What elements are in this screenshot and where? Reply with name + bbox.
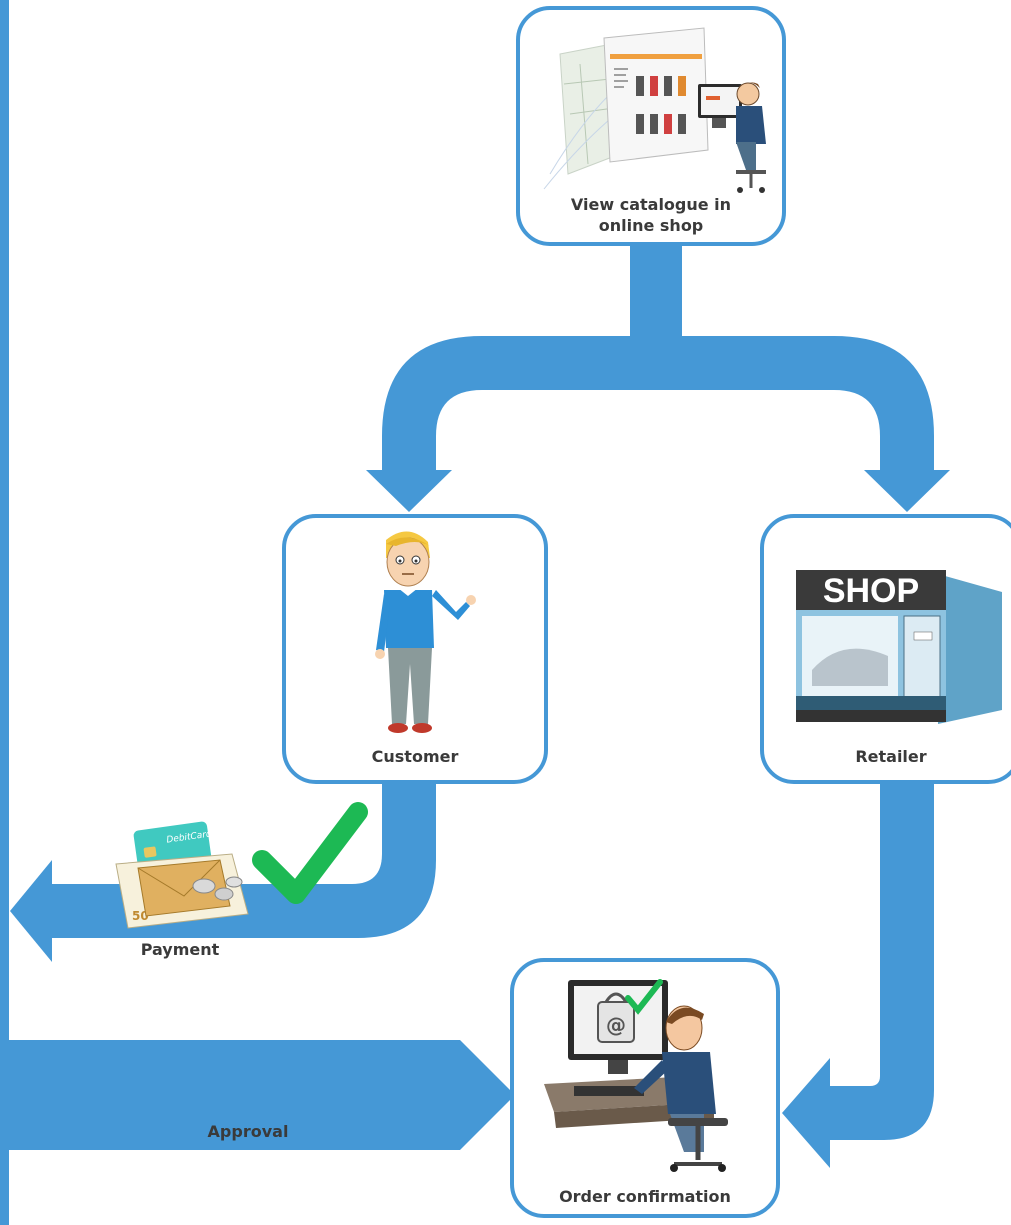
arrow-to-customer (366, 470, 452, 512)
shop-building-icon: SHOP (796, 570, 1002, 724)
branch-left-shaft (382, 336, 656, 470)
green-checkmark-icon (252, 802, 368, 904)
retailer-to-order-shaft (830, 782, 934, 1140)
banknote-value: 50 (132, 909, 149, 923)
retailer-label: Retailer (855, 747, 927, 766)
branch-right-shaft (656, 336, 934, 470)
trunk-arrow-shaft (630, 240, 682, 336)
debit-card-and-money-icon: DebitCard Inc. 50 (115, 821, 249, 929)
node-retailer: SHOP Retailer (760, 514, 1011, 784)
person-at-computer-with-email-check-icon: @ (544, 979, 728, 1172)
approval-label: Approval (207, 1122, 289, 1141)
shop-sign-text: SHOP (823, 572, 919, 610)
customer-label: Customer (371, 747, 459, 766)
arrow-to-retailer (864, 470, 950, 512)
payment-label: Payment (140, 940, 220, 959)
left-edge-bar (0, 0, 9, 1225)
svg-text:@: @ (606, 1013, 626, 1037)
node-catalogue: View catalogue in online shop (516, 6, 786, 246)
arrow-to-order (782, 1058, 830, 1168)
node-order-confirmation: @ Order confirmation (510, 958, 780, 1218)
person-at-computer-with-webshop-icon (543, 27, 766, 193)
standing-man-icon (375, 531, 476, 733)
arrow-to-payment (10, 860, 52, 962)
catalogue-label: View catalogue in online shop (570, 195, 732, 235)
approval-arrow (0, 1040, 515, 1150)
order-label: Order confirmation (559, 1187, 731, 1206)
node-customer: Customer (282, 514, 548, 784)
